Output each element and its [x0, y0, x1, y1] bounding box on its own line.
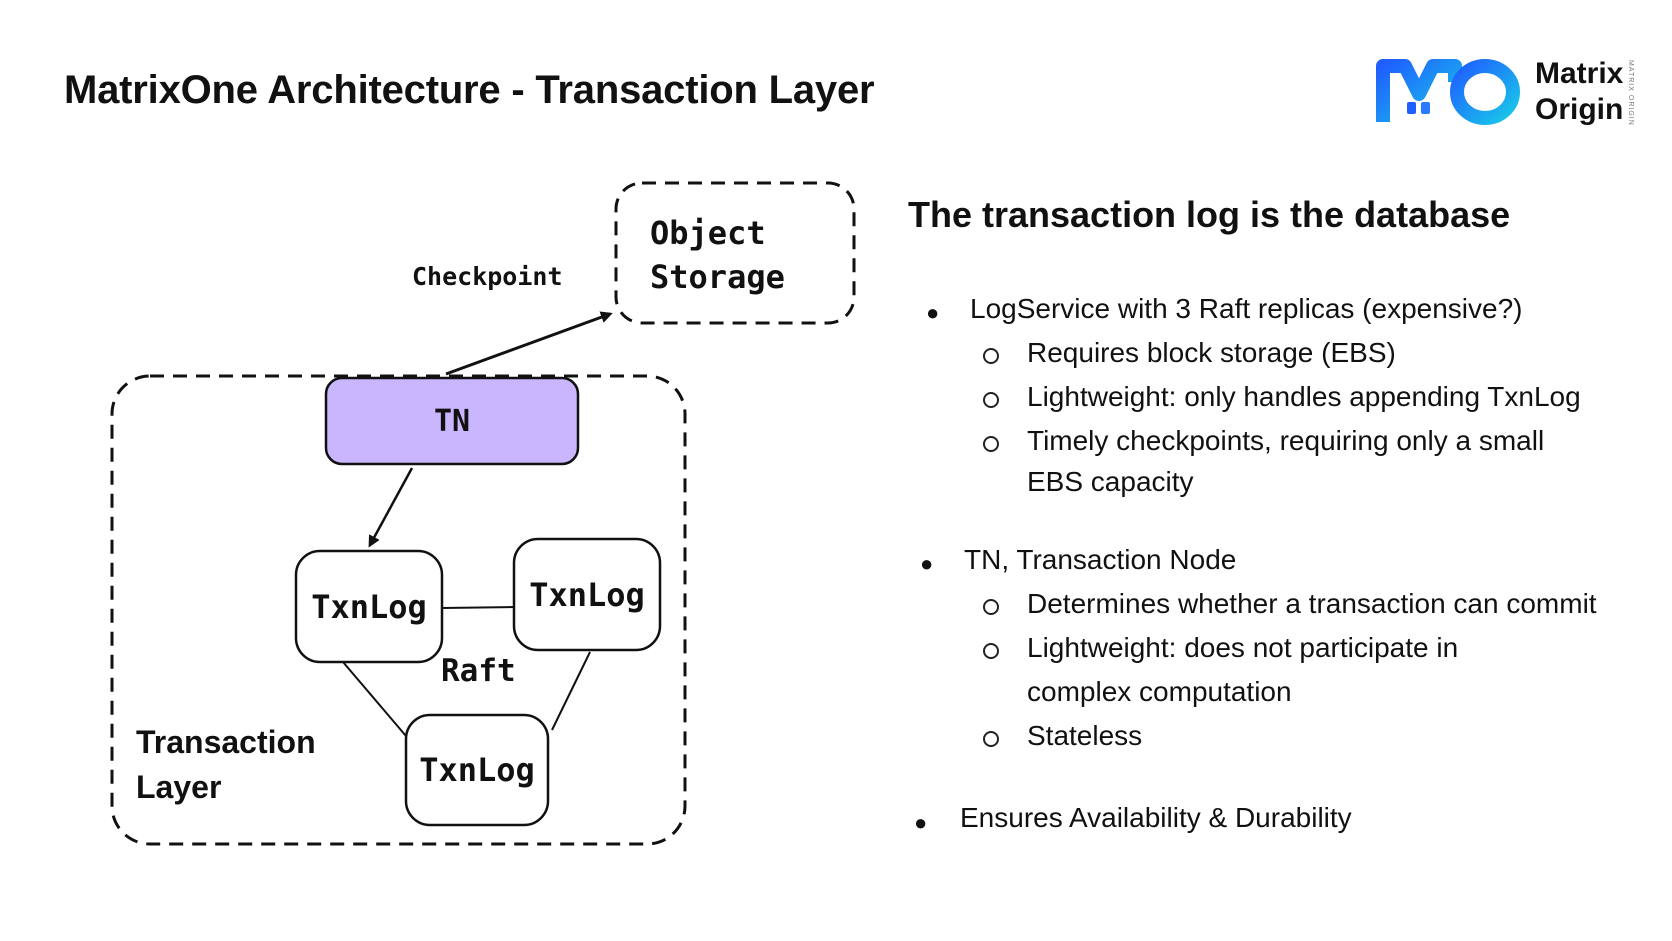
sub-bullet-ring [983, 348, 999, 364]
txnlog-box-right [512, 537, 662, 652]
sub-bullet-ring [983, 436, 999, 452]
bullet-1-sub-2: Lightweight: only handles appending TxnL… [1027, 381, 1581, 412]
bullet-3-text: Ensures Availability & Durability [960, 802, 1352, 833]
layer-label-line2: Layer [136, 769, 222, 805]
bullet-1-sub-3: Timely checkpoints, requiring only a sma… [1027, 425, 1545, 456]
bullet-1-text: LogService with 3 Raft replicas (expensi… [970, 293, 1523, 324]
bullet-dot: ● [926, 300, 940, 325]
raft-link-left-right [441, 606, 515, 609]
bullet-1-sub-1: Requires block storage (EBS) [1027, 337, 1396, 368]
logo-small-text: MATRIX ORIGIN [1627, 60, 1634, 126]
bullet-2-sub-2-cont: complex computation [1027, 676, 1292, 707]
slide-title: MatrixOne Architecture - Transaction Lay… [64, 68, 875, 112]
panel-heading: The transaction log is the database [908, 194, 1511, 235]
bullet-2-sub-1: Determines whether a transaction can com… [1027, 588, 1597, 619]
bullet-2-sub-2: Lightweight: does not participate in [1027, 632, 1459, 663]
mo-logo-icon [1376, 59, 1520, 125]
sub-bullet-ring [983, 731, 999, 747]
raft-label: Raft [441, 653, 516, 689]
txnlog-box-bottom [404, 713, 550, 827]
bullet-dot: ● [914, 810, 928, 835]
matrix-origin-logo: Matrix Origin MATRIX ORIGIN [1375, 52, 1645, 142]
transaction-layer-label: Transaction Layer [136, 720, 316, 810]
txnlog-box-left [294, 549, 444, 664]
logo-line2: Origin [1535, 93, 1624, 126]
tn-node-box [324, 376, 580, 466]
object-storage-label: Object Storage [650, 214, 785, 296]
checkpoint-label: Checkpoint [412, 262, 563, 291]
bullet-dot: ● [920, 551, 934, 576]
raft-link-right-bottom [551, 651, 591, 731]
sub-bullet-ring [983, 643, 999, 659]
bullet-2-text: TN, Transaction Node [964, 544, 1237, 575]
bullet-2-sub-3: Stateless [1027, 720, 1143, 751]
tn-to-txnlog-arrow [368, 467, 414, 548]
checkpoint-arrow [445, 311, 613, 376]
txnlog-label-left: TxnLog [311, 587, 427, 626]
sub-bullet-ring [983, 392, 999, 408]
txnlog-label-bottom: TxnLog [419, 751, 535, 789]
transaction-layer-container [110, 374, 687, 846]
logo-wordmark: Matrix Origin [1535, 56, 1623, 128]
tn-label: TN [433, 403, 471, 439]
layer-label-line1: Transaction [136, 724, 316, 760]
txnlog-label-right: TxnLog [529, 575, 645, 614]
raft-link-left-bottom [342, 661, 407, 737]
bullet-1-sub-3-cont: EBS capacity [1027, 466, 1194, 497]
object-storage-box [614, 181, 856, 325]
logo-line1: Matrix [1535, 57, 1624, 90]
sub-bullet-ring [983, 599, 999, 615]
